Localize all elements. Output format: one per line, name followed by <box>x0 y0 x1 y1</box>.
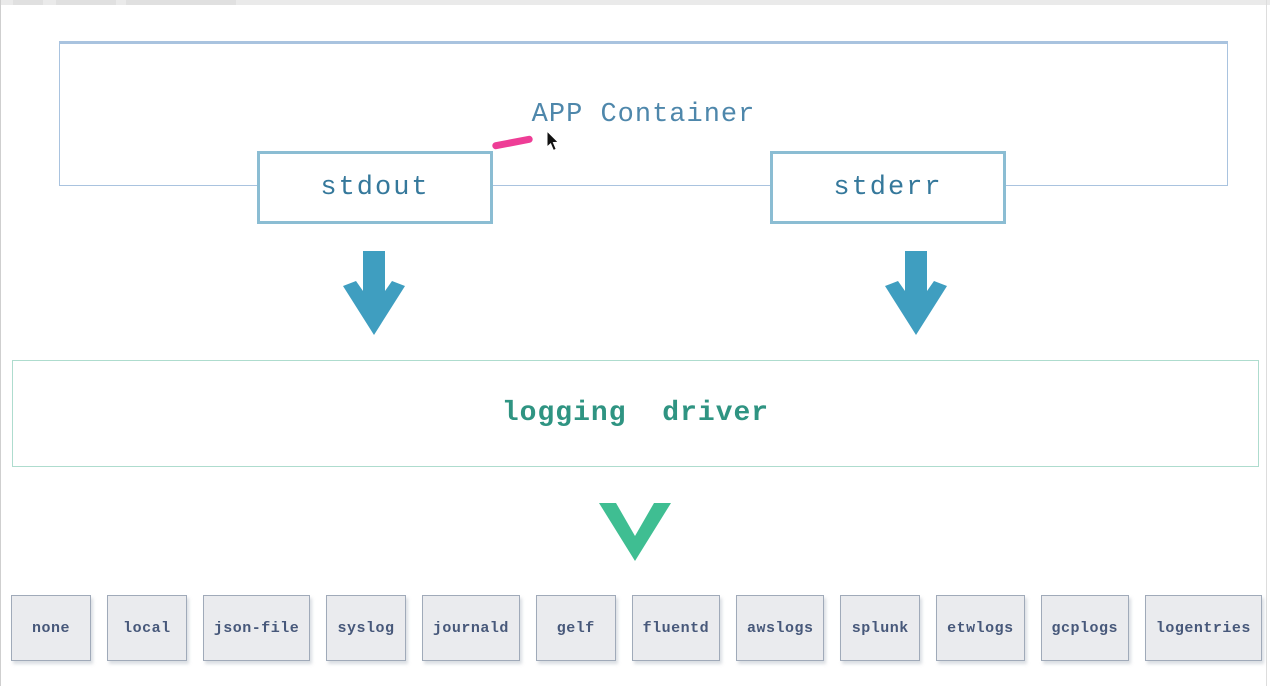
top-edge-segment <box>13 0 43 5</box>
driver-label: gelf <box>556 619 595 637</box>
down-arrow-icon <box>343 251 405 335</box>
driver-label: awslogs <box>746 619 814 637</box>
driver-label: journald <box>432 619 509 637</box>
chevron-down-icon <box>599 503 671 561</box>
app-container-title: APP Container <box>531 100 756 130</box>
driver-box-json-file: json-file <box>202 595 311 661</box>
top-edge-segment <box>56 0 116 5</box>
driver-box-gcplogs: gcplogs <box>1040 595 1130 661</box>
driver-box-syslog: syslog <box>326 595 407 661</box>
right-edge-line <box>1266 0 1267 686</box>
logging-driver-box: logging driver <box>12 360 1259 467</box>
driver-box-gelf: gelf <box>535 595 616 661</box>
driver-box-logentries: logentries <box>1144 595 1262 661</box>
stdout-box: stdout <box>257 151 493 224</box>
app-container-box: APP Container <box>59 41 1228 186</box>
driver-box-journald: journald <box>421 595 520 661</box>
driver-label: local <box>123 619 171 637</box>
driver-box-awslogs: awslogs <box>735 595 825 661</box>
mouse-cursor-icon <box>546 131 560 152</box>
driver-box-etwlogs: etwlogs <box>936 595 1025 661</box>
logging-driver-label: logging driver <box>501 398 770 429</box>
driver-label: splunk <box>851 619 909 637</box>
stderr-label: stderr <box>833 172 943 203</box>
driver-label: etwlogs <box>947 619 1014 637</box>
driver-box-none: none <box>11 595 91 661</box>
down-arrow-icon <box>885 251 947 335</box>
top-edge-segment <box>126 0 236 5</box>
top-edge-strip <box>1 0 1270 5</box>
driver-box-fluentd: fluentd <box>631 595 721 661</box>
stderr-box: stderr <box>770 151 1006 224</box>
driver-label: none <box>31 619 70 637</box>
logging-drivers-row: none local json-file syslog journald gel… <box>11 595 1262 661</box>
driver-label: gcplogs <box>1051 619 1119 637</box>
stdout-label: stdout <box>320 172 430 203</box>
driver-label: fluentd <box>642 619 710 637</box>
driver-label: json-file <box>213 619 300 637</box>
driver-box-local: local <box>106 595 187 661</box>
driver-label: syslog <box>337 619 395 637</box>
driver-box-splunk: splunk <box>840 595 921 661</box>
driver-label: logentries <box>1155 619 1251 637</box>
